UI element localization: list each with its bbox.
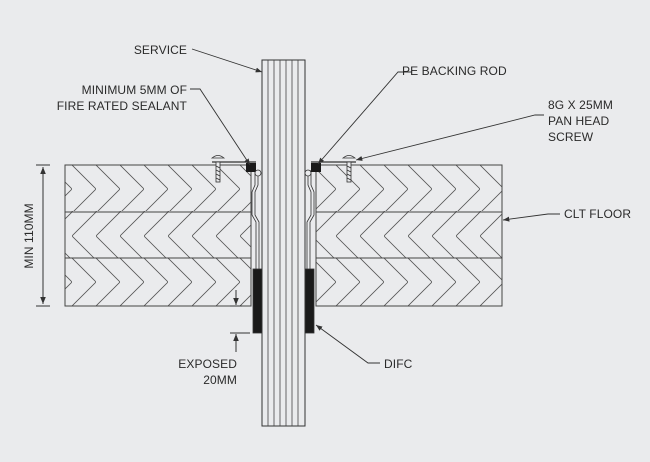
exposed-dimension <box>230 290 250 352</box>
fire-sealant <box>246 163 321 172</box>
label-pe-backing-rod: PE BACKING ROD <box>402 64 507 78</box>
label-min-thickness: MIN 110MM <box>22 203 36 268</box>
pe-backing-rod <box>254 169 312 177</box>
label-exposed-1: EXPOSED <box>178 357 237 371</box>
label-sealant-2: FIRE RATED SEALANT <box>57 99 188 113</box>
thickness-dimension <box>36 164 50 307</box>
label-service: SERVICE <box>134 43 187 57</box>
label-sealant-1: MINIMUM 5MM OF <box>82 83 187 97</box>
label-exposed-2: 20MM <box>203 373 237 387</box>
service-pipe <box>261 59 306 427</box>
clt-floor-left <box>64 164 252 307</box>
clt-floor-right <box>315 164 503 307</box>
screw-left <box>210 155 226 183</box>
label-screw-3: SCREW <box>548 130 594 144</box>
collar-sleeve <box>251 170 315 269</box>
label-screw-1: 8G X 25MM <box>548 98 613 112</box>
label-clt-floor: CLT FLOOR <box>564 207 631 221</box>
label-difc: DIFC <box>384 357 413 371</box>
leader-lines <box>190 48 560 364</box>
screw-right <box>341 155 357 183</box>
label-screw-2: PAN HEAD <box>548 114 609 128</box>
